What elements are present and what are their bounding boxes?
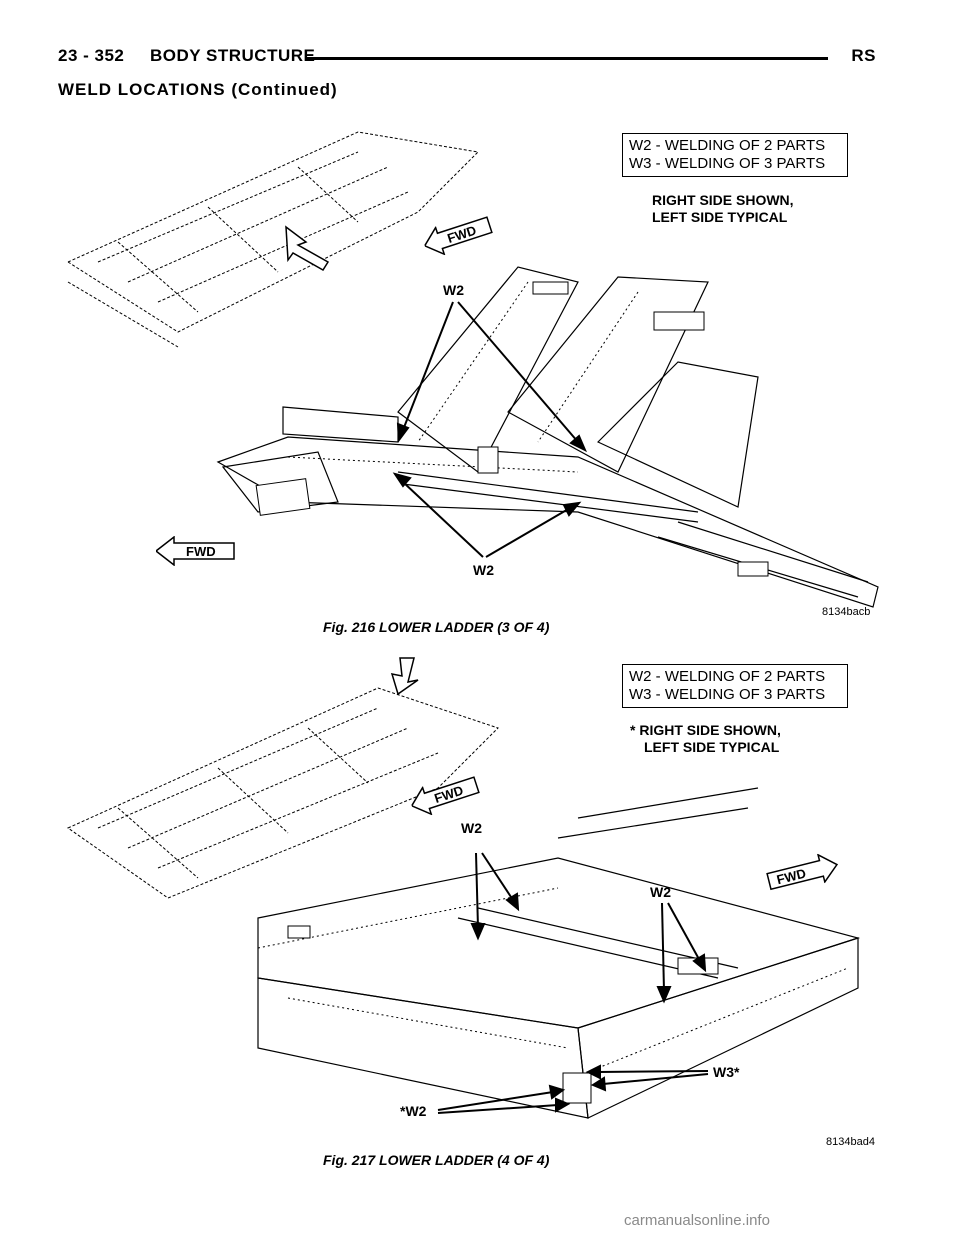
page-header: 23 - 352 BODY STRUCTURE RS: [58, 46, 876, 74]
side-note-line1: * RIGHT SIDE SHOWN,: [630, 722, 781, 738]
fwd-arrow-icon: FWD: [410, 776, 480, 816]
weld-label-w2-left: W2: [461, 820, 482, 836]
side-note-line1: RIGHT SIDE SHOWN,: [652, 192, 794, 208]
fwd-arrow-icon: FWD: [423, 216, 493, 256]
fwd-arrow-icon-right: FWD: [766, 853, 839, 891]
watermark: carmanualsonline.info: [624, 1212, 770, 1229]
weld-label-w2-top: W2: [443, 282, 464, 298]
figure-216-caption: Fig. 216 LOWER LADDER (3 OF 4): [323, 619, 550, 635]
figure-217-illustration: W2 - WELDING OF 2 PARTS W3 - WELDING OF …: [58, 648, 888, 1148]
subsection-title: WELD LOCATIONS (Continued): [58, 80, 338, 99]
figure-217-drawing: [66, 657, 861, 1119]
side-note-line2: LEFT SIDE TYPICAL: [652, 209, 788, 225]
weld-label-w3-star: W3*: [713, 1064, 740, 1080]
side-note: RIGHT SIDE SHOWN, LEFT SIDE TYPICAL: [652, 192, 794, 226]
weld-label-w2-bottom: W2: [473, 562, 494, 578]
header-rule: [306, 57, 828, 60]
figure-216-illustration: W2 - WELDING OF 2 PARTS W3 - WELDING OF …: [58, 112, 888, 622]
model-tag: RS: [851, 46, 876, 65]
page-number: 23 - 352: [58, 46, 125, 65]
figure-code: 8134bad4: [826, 1136, 875, 1148]
weld-legend: W2 - WELDING OF 2 PARTS W3 - WELDING OF …: [622, 664, 848, 708]
weld-legend: W2 - WELDING OF 2 PARTS W3 - WELDING OF …: [622, 133, 848, 177]
legend-line-w2: W2 - WELDING OF 2 PARTS: [629, 137, 826, 154]
legend-line-w3: W3 - WELDING OF 3 PARTS: [629, 686, 826, 703]
side-note-line2: LEFT SIDE TYPICAL: [644, 739, 780, 755]
weld-label-w2-right: W2: [650, 884, 671, 900]
fwd-arrow-icon-bottom: FWD: [156, 536, 235, 566]
legend-line-w3: W3 - WELDING OF 3 PARTS: [629, 155, 826, 172]
figure-code: 8134bacb: [822, 606, 871, 618]
section-title: BODY STRUCTURE: [150, 46, 316, 65]
fwd-arrow-label: FWD: [775, 866, 807, 888]
fwd-arrow-label: FWD: [186, 544, 216, 559]
weld-label-star-w2: *W2: [400, 1103, 427, 1119]
figure-216-drawing: [66, 131, 879, 608]
figure-217-caption: Fig. 217 LOWER LADDER (4 OF 4): [323, 1152, 550, 1168]
side-note: * RIGHT SIDE SHOWN, LEFT SIDE TYPICAL: [630, 722, 781, 756]
legend-line-w2: W2 - WELDING OF 2 PARTS: [629, 668, 826, 685]
